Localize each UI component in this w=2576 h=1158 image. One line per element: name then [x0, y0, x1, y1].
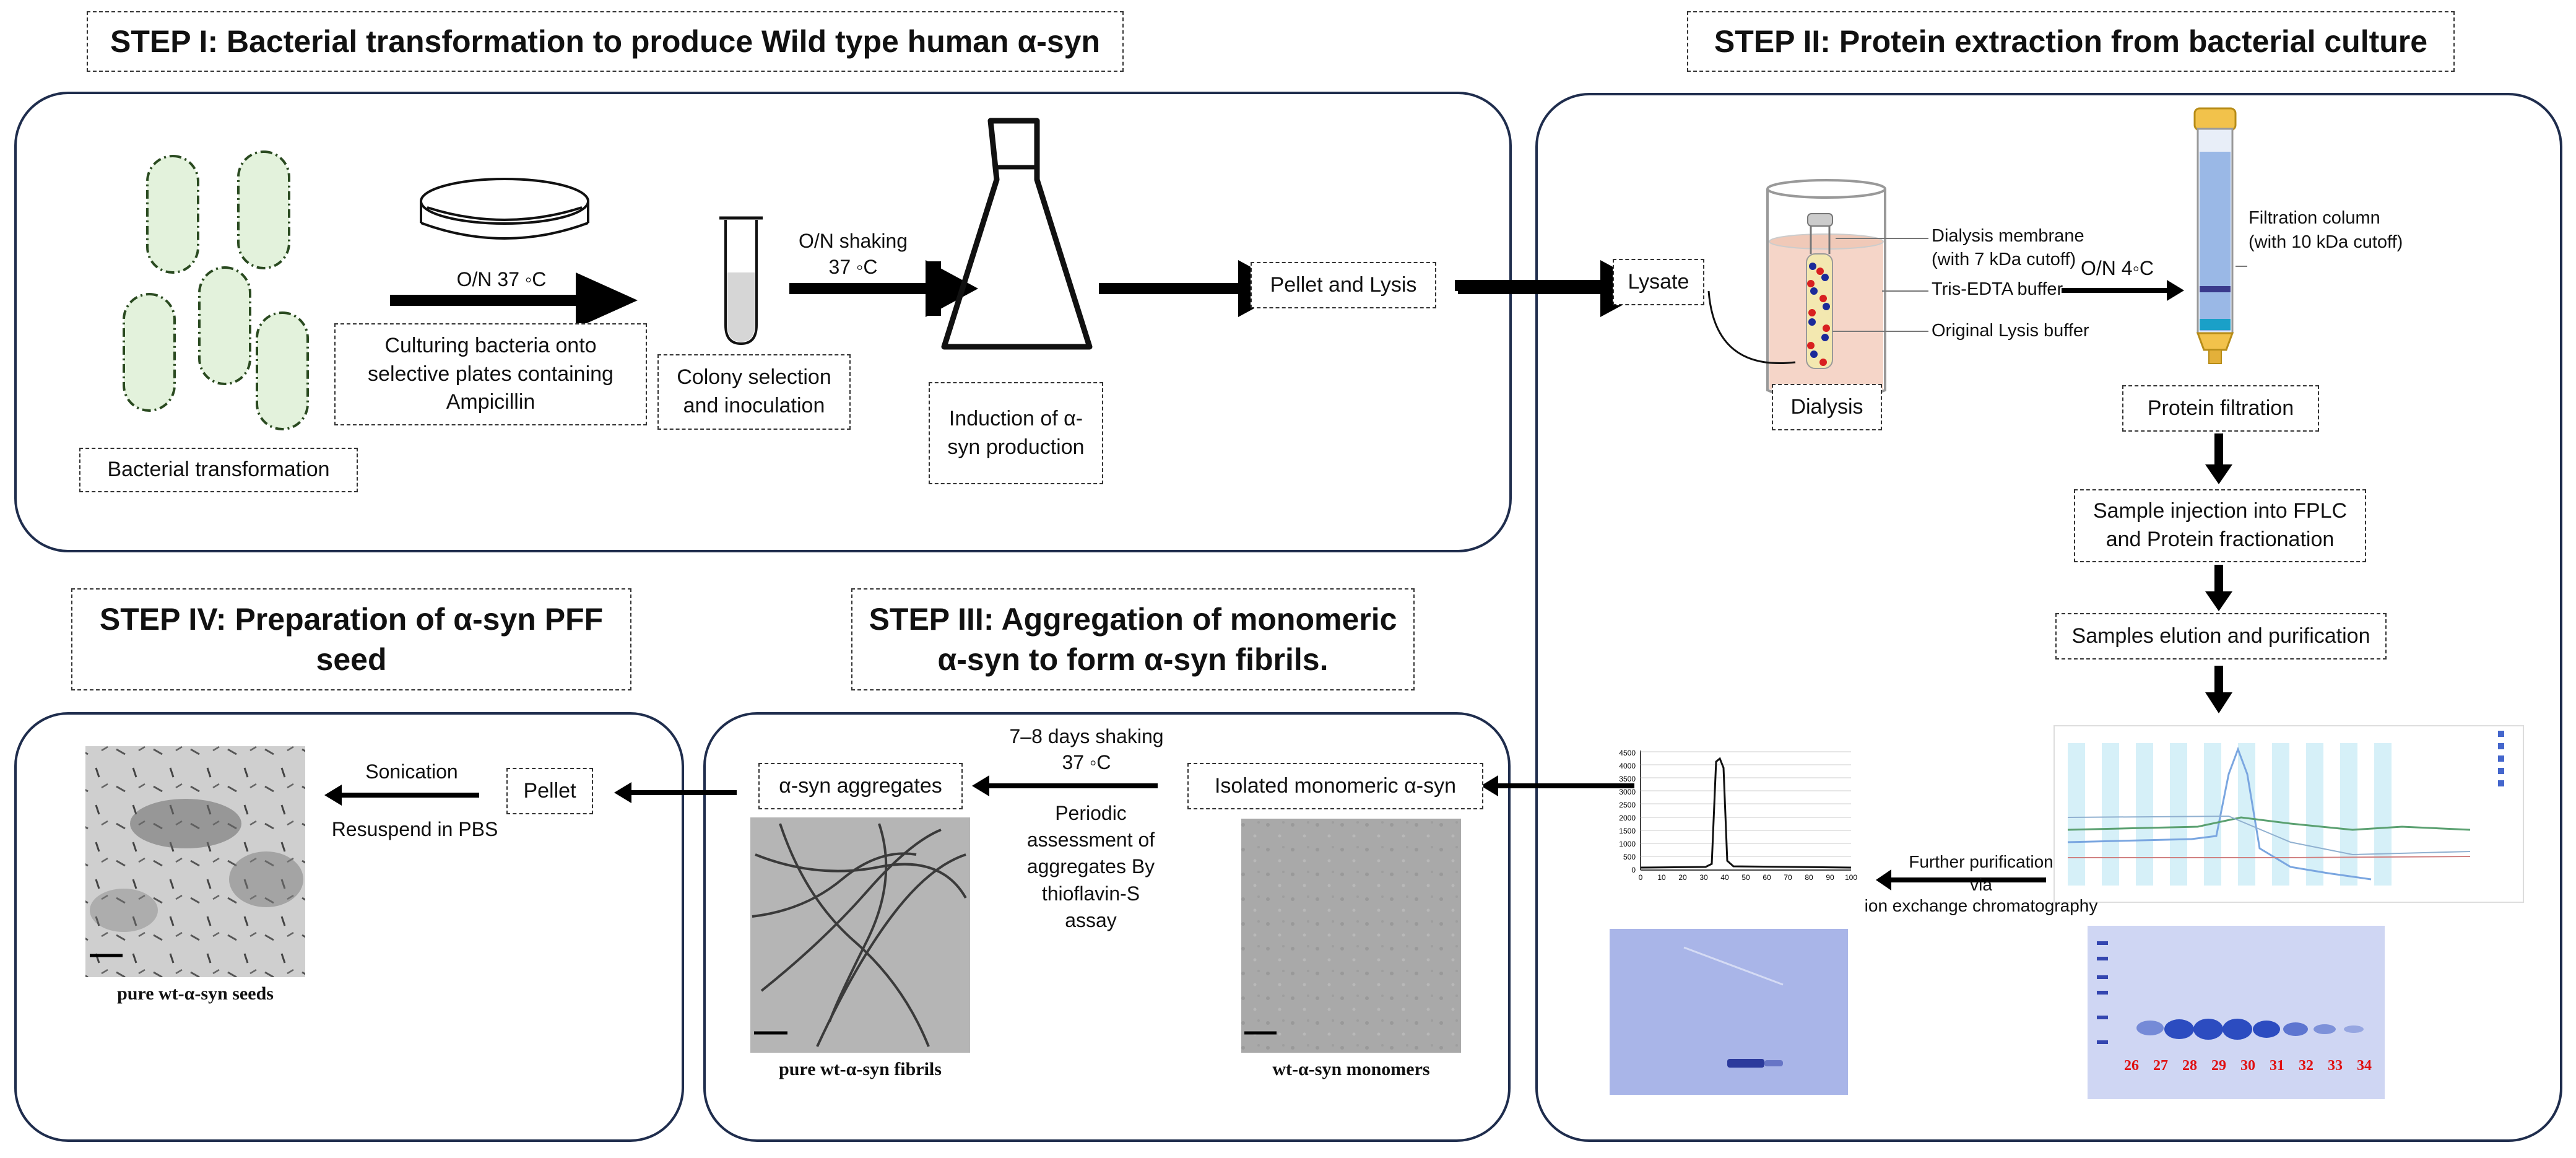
chromatogram-xtick: 10 — [1657, 873, 1666, 882]
chromatogram-ytick: 4500 — [1619, 749, 1636, 757]
arrow-dialysis-to-column — [2062, 280, 2184, 301]
gel-lane-number: 26 — [2124, 1058, 2139, 1074]
gel-lane-number: 31 — [2270, 1058, 2284, 1074]
bacterial-transformation-label: Bacterial transformation — [79, 448, 358, 492]
panel-step1 — [14, 92, 1512, 552]
induction-label: Induction of α-syn production — [929, 382, 1103, 484]
chromatogram-ytick: 3000 — [1619, 788, 1636, 796]
further-purification-line2: via — [1970, 875, 1992, 894]
membrane-cutoff-label: (with 7 kDa cutoff) — [1932, 250, 2076, 269]
sonication-label: Sonication — [365, 760, 458, 783]
gel-lane-number: 27 — [2153, 1058, 2168, 1074]
panel-step3 — [703, 712, 1511, 1142]
chromatogram-ytick: 4000 — [1619, 762, 1636, 770]
isolated-monomeric-label: Isolated monomeric α-syn — [1187, 763, 1483, 809]
periodic-assessment-label: Periodic assessment of aggregates By thi… — [1026, 802, 1155, 931]
arrow-step2-to-step3 — [1481, 775, 1634, 796]
header-step4: STEP IV: Preparation of α-syn PFF seed — [71, 588, 631, 690]
arrow2-label-line2: 37 ◦C — [828, 256, 878, 278]
chromatogram-ytick: 500 — [1623, 853, 1636, 861]
seeds-em-image — [85, 746, 305, 977]
protein-filtration-label: Protein filtration — [2122, 385, 2319, 432]
ion-exchange-chromatogram — [1640, 751, 1852, 871]
chromatogram-xtick: 90 — [1826, 873, 1834, 882]
sds-gel-right — [2088, 926, 2385, 1099]
monomers-em-image — [1241, 819, 1461, 1053]
flask-icon — [941, 118, 1093, 350]
panel-step4 — [14, 712, 684, 1142]
chromatogram-xtick: 80 — [1805, 873, 1813, 882]
resuspend-label: Resuspend in PBS — [331, 818, 498, 840]
chromatogram-xtick: 100 — [1845, 873, 1857, 882]
pellet-lysis-label: Pellet and Lysis — [1251, 262, 1436, 308]
petri-dish-icon — [420, 178, 589, 240]
header-step2: STEP II: Protein extraction from bacteri… — [1687, 11, 2455, 72]
culturing-label: Culturing bacteria onto selective plates… — [334, 323, 647, 425]
arrow-to-step2 — [1455, 280, 1610, 291]
monomers-caption: wt-α-syn monomers — [1272, 1059, 1430, 1079]
gel-lane-number: 32 — [2299, 1058, 2314, 1074]
chromatogram-ytick: 2500 — [1619, 801, 1636, 809]
chromatogram-ytick: 0 — [1631, 866, 1636, 874]
header-step3: STEP III: Aggregation of monomeric α-syn… — [851, 588, 1415, 690]
sample-injection-label: Sample injection into FPLC and Protein f… — [2074, 489, 2366, 562]
chromatogram-ytick: 1000 — [1619, 840, 1636, 848]
dialysis-beaker-icon — [1707, 179, 1928, 404]
chromatogram-xtick: 70 — [1784, 873, 1792, 882]
lysate-label: Lysate — [1613, 259, 1704, 305]
step2-vertical-arrows — [2205, 433, 2232, 713]
gel-lane-number: 28 — [2182, 1058, 2197, 1074]
arrow1-label: O/N 37 ◦C — [456, 268, 547, 290]
test-tube-icon — [719, 216, 763, 346]
aggregates-label: α-syn aggregates — [758, 763, 963, 809]
dialysis-membrane-label: Dialysis membrane — [1932, 226, 2084, 246]
column-cutoff-label: (with 10 kDa cutoff) — [2249, 232, 2403, 252]
further-purification-line1: Further purification — [1909, 852, 2053, 871]
colony-selection-label: Colony selection and inoculation — [657, 354, 851, 430]
samples-elution-label: Samples elution and purification — [2055, 613, 2387, 660]
arrows-step3 — [324, 775, 1158, 806]
chromatogram-xtick: 50 — [1741, 873, 1750, 882]
pellet-label: Pellet — [506, 768, 593, 814]
gel-lane-number: 34 — [2357, 1058, 2372, 1074]
filtration-column-icon — [2193, 107, 2247, 364]
dialysis-label: Dialysis — [1772, 384, 1882, 430]
fibrils-caption: pure wt-α-syn fibrils — [779, 1059, 942, 1079]
header-step1: STEP I: Bacterial transformation to prod… — [87, 11, 1124, 72]
chromatogram-ytick: 2000 — [1619, 814, 1636, 822]
chromatogram-xtick: 60 — [1763, 873, 1771, 882]
sds-gel-left — [1610, 929, 1848, 1095]
gel-lane-number: 33 — [2328, 1058, 2343, 1074]
chromatogram-xtick: 40 — [1720, 873, 1729, 882]
chromatogram-xtick: 30 — [1699, 873, 1708, 882]
panel-step2 — [1535, 93, 2562, 1142]
fibrils-em-image — [750, 817, 970, 1053]
step2-arrow-label: O/N 4◦C — [2080, 257, 2154, 279]
original-lysis-label: Original Lysis buffer — [1932, 321, 2089, 341]
tris-buffer-label: Tris-EDTA buffer — [1932, 279, 2063, 299]
shaking-label-line1: 7–8 days shaking — [1009, 725, 1164, 747]
seeds-caption: pure wt-α-syn seeds — [117, 983, 274, 1004]
gel-lane-number: 29 — [2211, 1058, 2226, 1074]
chromatogram-xtick: 20 — [1678, 873, 1687, 882]
further-purification-line3: ion exchange chromatography — [1864, 896, 2098, 915]
gel-lane-number: 30 — [2240, 1058, 2255, 1074]
chromatogram-ytick: 3500 — [1619, 775, 1636, 783]
chromatogram-xtick: 0 — [1639, 873, 1643, 882]
fplc-chromatogram — [2053, 725, 2524, 903]
filtration-column-label: Filtration column — [2249, 208, 2380, 228]
chromatogram-ytick: 1500 — [1619, 827, 1636, 835]
shaking-label-line2: 37 ◦C — [1062, 751, 1111, 773]
bacteria-icon — [123, 150, 309, 430]
arrow-fplc-to-ion — [1876, 869, 2046, 890]
arrow2-label-line1: O/N shaking — [798, 230, 908, 252]
